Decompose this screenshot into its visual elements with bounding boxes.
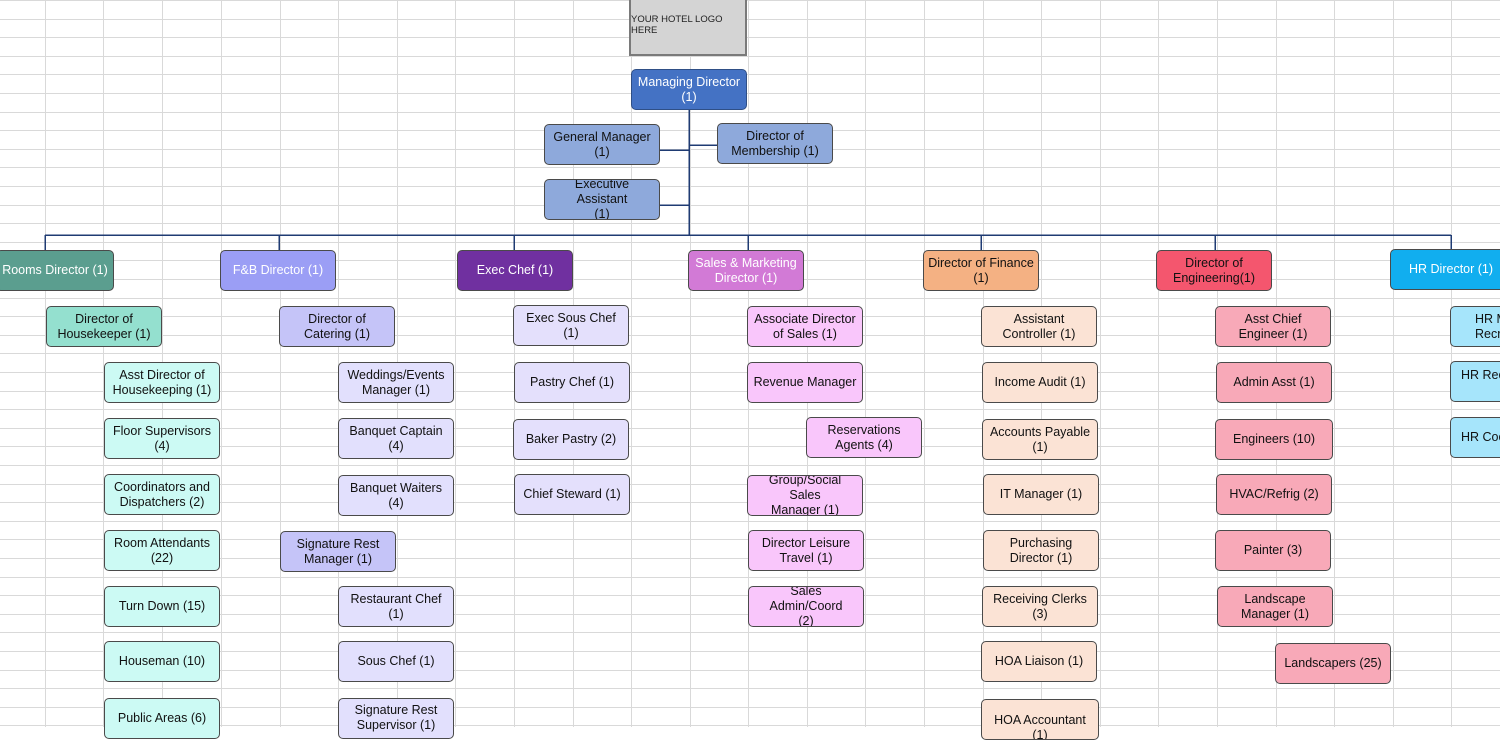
public-areas-box[interactable]: Public Areas (6) — [104, 698, 220, 739]
reservations-agents-box[interactable]: Reservations Agents (4) — [806, 417, 922, 458]
weddings-events-manager-box[interactable]: Weddings/Events Manager (1) — [338, 362, 454, 403]
income-audit-box[interactable]: Income Audit (1) — [982, 362, 1098, 403]
accounts-payable-box[interactable]: Accounts Payable (1) — [982, 419, 1098, 460]
baker-pastry-box[interactable]: Baker Pastry (2) — [513, 419, 629, 460]
banquet-captain-box[interactable]: Banquet Captain (4) — [338, 418, 454, 459]
hr-manager-recruiting-box[interactable]: HR M Recruit — [1450, 306, 1500, 347]
room-attendants-box[interactable]: Room Attendants (22) — [104, 530, 220, 571]
hvac-refrig-box[interactable]: HVAC/Refrig (2) — [1216, 474, 1332, 515]
painter-box[interactable]: Painter (3) — [1215, 530, 1331, 571]
hr-coordinator-box[interactable]: HR Coor — [1450, 417, 1500, 458]
director-finance-box[interactable]: Director of Finance (1) — [923, 250, 1039, 291]
signature-rest-manager-box[interactable]: Signature Rest Manager (1) — [280, 531, 396, 572]
managing-director-box[interactable]: Managing Director (1) — [631, 69, 747, 110]
sales-marketing-director-box[interactable]: Sales & Marketing Director (1) — [688, 250, 804, 291]
revenue-manager-box[interactable]: Revenue Manager — [747, 362, 863, 403]
director-engineering-box[interactable]: Director of Engineering(1) — [1156, 250, 1272, 291]
engineers-box[interactable]: Engineers (10) — [1215, 419, 1333, 460]
landscape-manager-box[interactable]: Landscape Manager (1) — [1217, 586, 1333, 627]
purchasing-director-box[interactable]: Purchasing Director (1) — [983, 530, 1099, 571]
hr-director-box[interactable]: HR Director (1) — [1390, 249, 1500, 290]
banquet-waiters-box[interactable]: Banquet Waiters (4) — [338, 475, 454, 516]
executive-assistant-box[interactable]: Executive Assistant (1) — [544, 179, 660, 220]
landscapers-box[interactable]: Landscapers (25) — [1275, 643, 1391, 684]
director-catering-box[interactable]: Director of Catering (1) — [279, 306, 395, 347]
restaurant-chef-box[interactable]: Restaurant Chef (1) — [338, 586, 454, 627]
fb-director-box[interactable]: F&B Director (1) — [220, 250, 336, 291]
it-manager-box[interactable]: IT Manager (1) — [983, 474, 1099, 515]
asst-director-housekeeping-box[interactable]: Asst Director of Housekeeping (1) — [104, 362, 220, 403]
asst-chief-engineer-box[interactable]: Asst Chief Engineer (1) — [1215, 306, 1331, 347]
hr-recruiter-box[interactable]: HR Recr — [1450, 361, 1500, 402]
general-manager-box[interactable]: General Manager (1) — [544, 124, 660, 165]
assistant-controller-box[interactable]: Assistant Controller (1) — [981, 306, 1097, 347]
coordinators-dispatchers-box[interactable]: Coordinators and Dispatchers (2) — [104, 474, 220, 515]
hotel-logo-placeholder: YOUR HOTEL LOGO HERE — [629, 0, 747, 56]
floor-supervisors-box[interactable]: Floor Supervisors (4) — [104, 418, 220, 459]
director-housekeeper-box[interactable]: Director of Housekeeper (1) — [46, 306, 162, 347]
exec-chef-box[interactable]: Exec Chef (1) — [457, 250, 573, 291]
sous-chef-box[interactable]: Sous Chef (1) — [338, 641, 454, 682]
sales-admin-coord-box[interactable]: Sales Admin/Coord (2) — [748, 586, 864, 627]
admin-asst-box[interactable]: Admin Asst (1) — [1216, 362, 1332, 403]
signature-rest-supervisor-box[interactable]: Signature Rest Supervisor (1) — [338, 698, 454, 739]
pastry-chef-box[interactable]: Pastry Chef (1) — [514, 362, 630, 403]
group-social-sales-manager-box[interactable]: Group/Social Sales Manager (1) — [747, 475, 863, 516]
rooms-director-box[interactable]: Rooms Director (1) — [0, 250, 114, 291]
receiving-clerks-box[interactable]: Receiving Clerks (3) — [982, 586, 1098, 627]
exec-sous-chef-box[interactable]: Exec Sous Chef (1) — [513, 305, 629, 346]
hoa-accountant-box[interactable]: HOA Accountant (1) — [981, 699, 1099, 740]
director-membership-box[interactable]: Director of Membership (1) — [717, 123, 833, 164]
houseman-box[interactable]: Houseman (10) — [104, 641, 220, 682]
turn-down-box[interactable]: Turn Down (15) — [104, 586, 220, 627]
associate-director-sales-box[interactable]: Associate Director of Sales (1) — [747, 306, 863, 347]
hoa-liaison-box[interactable]: HOA Liaison (1) — [981, 641, 1097, 682]
director-leisure-travel-box[interactable]: Director Leisure Travel (1) — [748, 530, 864, 571]
chief-steward-box[interactable]: Chief Steward (1) — [514, 474, 630, 515]
